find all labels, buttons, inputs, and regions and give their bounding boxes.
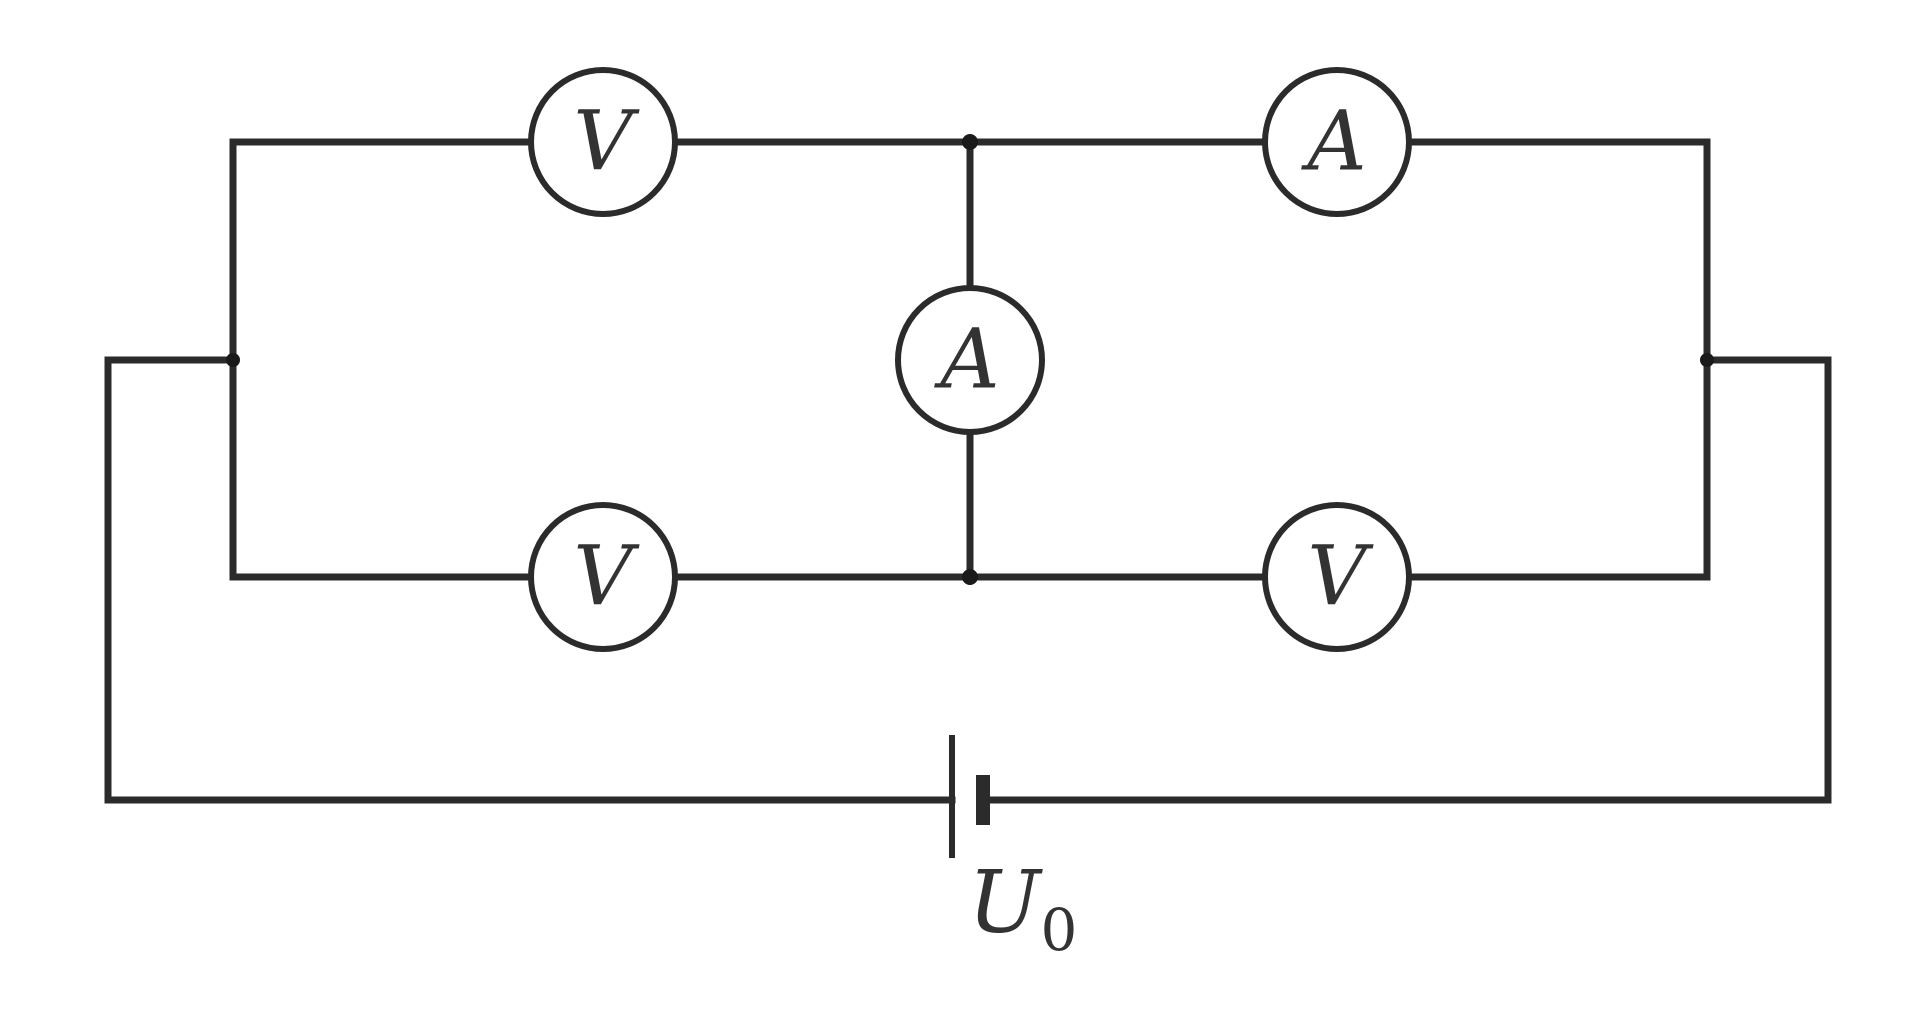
- meter-ring: [1262, 502, 1412, 652]
- meter-ring: [1262, 67, 1412, 217]
- junction-left: [226, 353, 240, 367]
- meter-symbol: A: [933, 313, 999, 408]
- battery: U0: [949, 735, 1077, 964]
- battery-short-plate: [976, 775, 990, 825]
- meter-symbol: A: [1300, 95, 1366, 190]
- meter-symbol: V: [573, 530, 640, 625]
- voltmeter-top-left: V: [528, 67, 678, 217]
- meter-symbol: V: [573, 95, 640, 190]
- source-symbol: U: [968, 853, 1043, 953]
- ammeter-middle: A: [895, 285, 1045, 435]
- meter-ring: [528, 502, 678, 652]
- wires: [104, 138, 1832, 804]
- source-label: U0: [968, 853, 1077, 964]
- voltmeter-bottom-right: V: [1262, 502, 1412, 652]
- meter-ring: [528, 67, 678, 217]
- meter-ring: [895, 285, 1045, 435]
- junctions: [226, 134, 1714, 585]
- junction-bottom-center: [962, 569, 978, 585]
- ammeter-top-right: A: [1262, 67, 1412, 217]
- voltmeter-bottom-left: V: [528, 502, 678, 652]
- junction-right: [1700, 353, 1714, 367]
- source-subscript: 0: [1040, 896, 1077, 964]
- junction-top-center: [962, 134, 978, 150]
- meter-symbol: V: [1307, 530, 1374, 625]
